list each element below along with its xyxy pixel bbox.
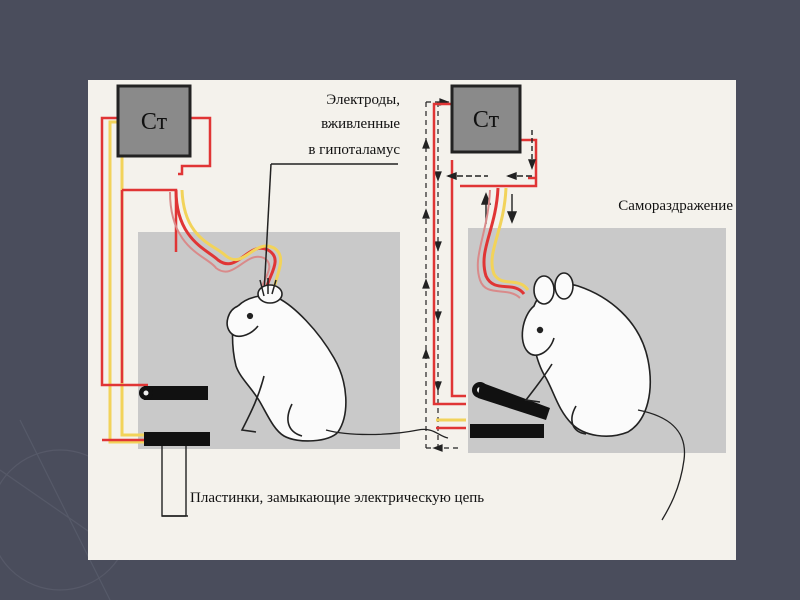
right-rat-illustration	[521, 272, 686, 521]
right-stimulator-label: Ст	[473, 107, 500, 133]
electrodes-pointer-line	[263, 163, 272, 295]
hypothalamus-self-stimulation-figure: Ст	[88, 80, 736, 560]
left-scene: Ст	[100, 84, 449, 517]
left-stimulator-label: Ст	[141, 109, 168, 135]
left-rat-illustration	[226, 278, 449, 442]
electrodes-caption-line-1: Электроды,	[326, 92, 400, 108]
diagram-svg: Ст	[100, 84, 733, 521]
right-stimulator-box	[450, 84, 522, 154]
right-circuit-wire	[432, 102, 538, 406]
self-stimulation-caption: Самораздражение	[618, 198, 733, 214]
right-lever-plates	[470, 382, 550, 438]
plates-caption-bracket	[161, 446, 187, 517]
right-scene: Ст	[432, 84, 733, 521]
left-contact-plates	[139, 386, 210, 446]
electrodes-caption-line-2: вживленные	[321, 116, 400, 132]
left-stimulator-box	[116, 84, 192, 158]
left-circuit-wire	[100, 116, 212, 442]
plates-caption: Пластинки, замыкающие электрическую цепь	[190, 490, 484, 506]
signal-path-arrows	[422, 98, 460, 452]
electrodes-caption-line-3: в гипоталамус	[308, 142, 400, 158]
